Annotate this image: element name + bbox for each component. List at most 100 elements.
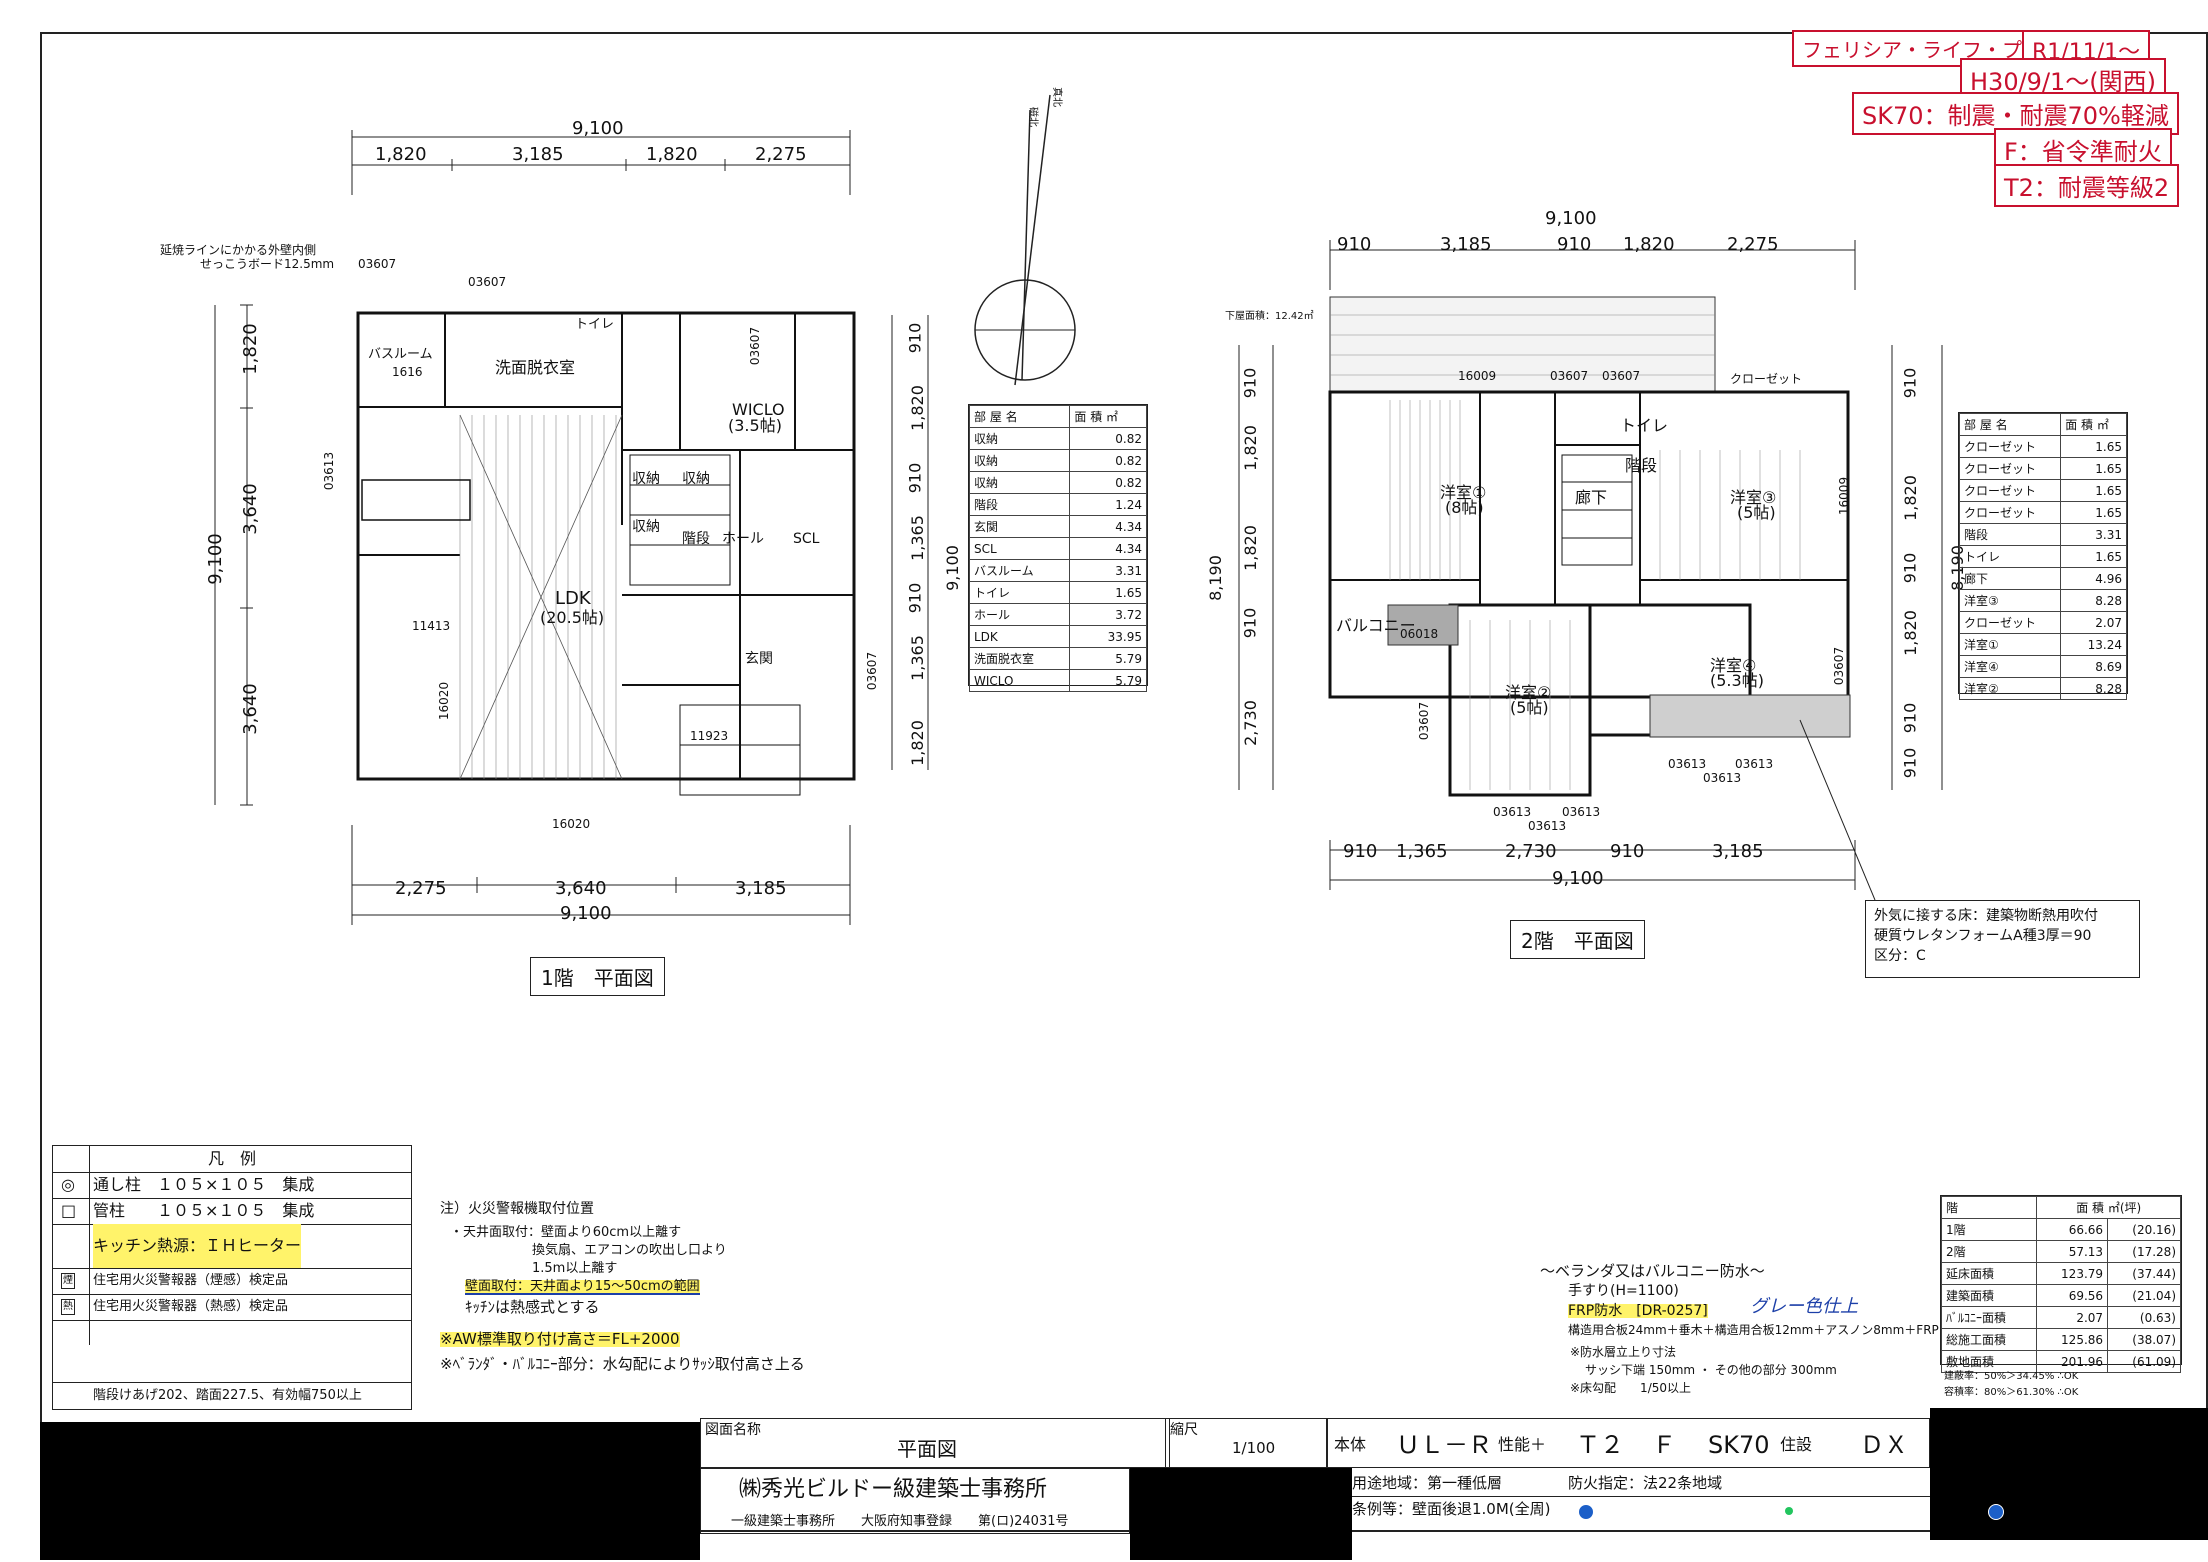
plan2-code-11: 03613 [1493, 805, 1532, 819]
legend-text: 管柱 １０５×１０５ 集成 [93, 1201, 315, 1220]
area-table-2f-header-area: 面 積 ㎡ [2060, 413, 2127, 436]
cell-sqm: 125.86 [2036, 1328, 2109, 1351]
plan1-dim-right-1: 910 [905, 322, 925, 354]
plan1-code-9: 03607 [865, 651, 880, 691]
plan2-roof-note: 下屋面積：12.42㎡ [1225, 311, 1314, 322]
cell-room: 玄関 [968, 515, 1071, 538]
plan2-dim-left-total: 8,190 [1205, 555, 1225, 601]
legend-title: 凡 例 [53, 1146, 411, 1173]
plan1-dim-right-total: 9,100 [942, 545, 962, 591]
north-magnetic-label: 磁北 [1027, 107, 1038, 127]
legend-stair-spec: 階段けあげ202、踏面227.5、有効幅750以上 [93, 1388, 362, 1403]
plan2-code-4: 16009 [1837, 476, 1852, 516]
cell-label: ﾊﾞﾙｺﾆｰ面積 [1940, 1306, 2038, 1329]
blue-marker-icon [1578, 1504, 1594, 1520]
plan1-dim-left-3: 3,640 [239, 683, 261, 735]
body-label: 本体 [1334, 1435, 1367, 1454]
plan1-room-toilet: トイレ [575, 317, 615, 332]
cell-sqm: 69.56 [2036, 1284, 2109, 1307]
plan1-room-stair: 階段 [682, 531, 710, 547]
cell-area: 3.31 [1069, 559, 1147, 582]
fire-alarm-note-3: 1.5m以上離す [532, 1261, 618, 1276]
plan2-code-5: 06018 [1400, 627, 1439, 641]
legend-text: 住宅用火災警報器（煙感）検定品 [93, 1273, 289, 1288]
plan1-dim-right-2: 1,820 [907, 385, 927, 431]
cell-sqm: 66.66 [2036, 1218, 2109, 1241]
drawing-name: 平面図 [897, 1437, 957, 1461]
through-column-icon: ◎ [61, 1175, 75, 1194]
sk70-badge: SK70：制震・耐震70%軽減 [1852, 92, 2179, 135]
cell-area: 0.82 [1069, 449, 1147, 472]
plan2-code-13: 03613 [1528, 819, 1567, 833]
zoning-label: 用途地域：第一種低層 [1352, 1474, 1503, 1492]
balcony-line-2: FRP防水 [DR-0257] [1568, 1303, 1708, 1319]
drawing-sheet-border [40, 32, 2208, 1532]
perf-label: 性能＋ [1498, 1435, 1547, 1454]
floor-plan-1f-drawing [351, 130, 856, 925]
cell-room: クローゼット [1958, 611, 2062, 634]
cell-room: 階段 [1958, 523, 2062, 546]
plan1-dim-right-7: 1,820 [907, 720, 927, 766]
plan1-room-storage-2: 収納 [682, 471, 710, 487]
fire-alarm-notes-heading: 注）火災警報機取付位置 [440, 1201, 594, 1217]
cell-room: ホール [968, 603, 1071, 626]
plan1-note-2: せっこうボード12.5mm [200, 257, 335, 271]
cell-sqm: 123.79 [2036, 1262, 2109, 1285]
cell-area: 5.79 [1069, 669, 1147, 692]
plan1-dim-left-1: 1,820 [239, 323, 261, 375]
plan1-dim-top-4: 2,275 [755, 144, 807, 165]
cell-tsubo: (61.09) [2107, 1350, 2181, 1373]
smoke-detector-icon: 煙 [61, 1273, 75, 1289]
coverage-ratio: 建蔽率：50%＞34.45% ∴OK [1944, 1371, 2079, 1382]
cell-area: 1.24 [1069, 493, 1147, 516]
equip-label: 住設 [1780, 1435, 1813, 1454]
plan1-dim-top-total: 9,100 [572, 118, 624, 139]
insulation-note-line-1: 外気に接する床：建築物断熱用吹付 [1874, 908, 2098, 924]
plan1-code-1: 03607 [358, 257, 397, 271]
cell-area: 1.65 [2060, 457, 2127, 480]
plan2-dim-right-3: 910 [1900, 552, 1920, 584]
legend-row: 熱 住宅用火災警報器（熱感）検定品 [53, 1294, 411, 1321]
cell-label: 延床面積 [1940, 1262, 2038, 1285]
cell-label: 1階 [1940, 1218, 2038, 1241]
plan1-code-3: 03607 [748, 326, 763, 366]
plan1-room-storage-1: 収納 [632, 471, 660, 487]
plan2-dim-top-5: 2,275 [1727, 234, 1779, 255]
cell-room: 洋室① [1958, 633, 2062, 656]
plan1-code-6: 16020 [437, 681, 452, 721]
plan2-dim-bottom-1: 910 [1343, 841, 1378, 862]
cell-room: クローゼット [1958, 501, 2062, 524]
cell-label: 建築面積 [1940, 1284, 2038, 1307]
cell-area: 4.34 [1069, 515, 1147, 538]
plan1-title: 1階 平面図 [530, 957, 665, 996]
cell-room: トイレ [1958, 545, 2062, 568]
cell-area: 3.31 [2060, 523, 2127, 546]
plan2-room-western-2-sub: (5帖) [1510, 698, 1549, 717]
cell-area: 8.69 [2060, 655, 2127, 678]
redacted-block-mid [1130, 1468, 1352, 1560]
summary-header-area: 面 積 ㎡(坪) [2036, 1196, 2181, 1219]
equip-value: ＤＸ [1860, 1431, 1908, 1459]
cell-label: 敷地面積 [1940, 1350, 2038, 1373]
plan2-dim-bottom-4: 910 [1610, 841, 1645, 862]
cell-room: 収納 [968, 471, 1071, 494]
cell-area: 1.65 [2060, 435, 2127, 458]
plan2-title: 2階 平面図 [1510, 920, 1645, 959]
office-name: ㈱秀光ビルドー級建築士事務所 [739, 1477, 1048, 1502]
cell-area: 2.07 [2060, 611, 2127, 634]
area-table-1f-header-name: 部 屋 名 [968, 405, 1071, 428]
plan2-dim-left-1: 910 [1240, 367, 1260, 399]
